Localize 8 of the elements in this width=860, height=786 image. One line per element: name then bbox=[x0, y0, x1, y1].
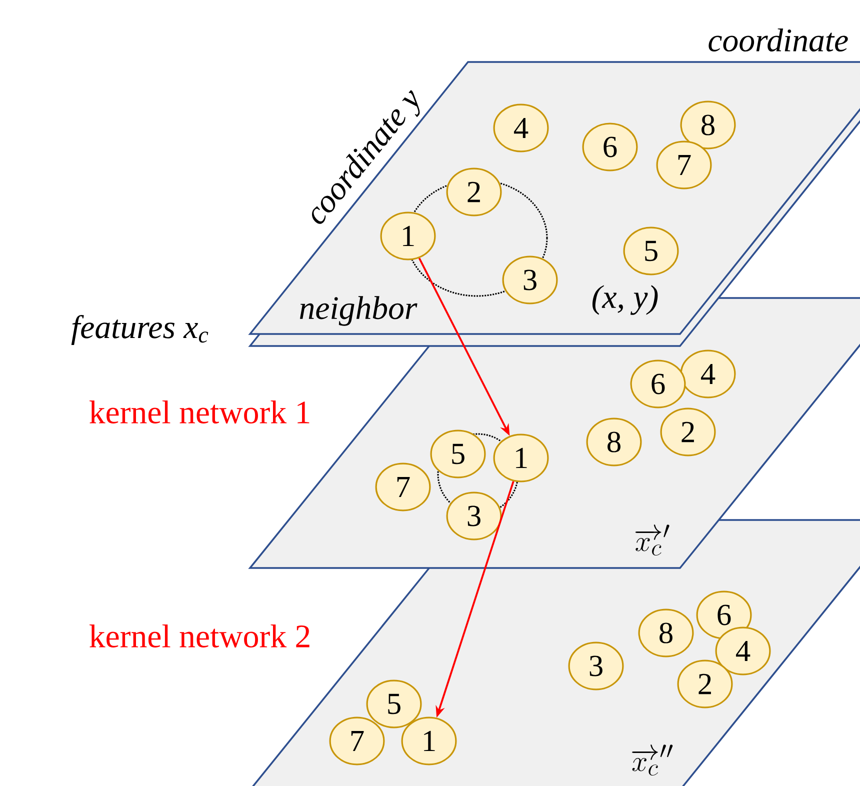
axis-label: coordinate bbox=[708, 28, 848, 52]
axis-label: features x$_{c}$ bbox=[71, 314, 208, 346]
layer-label: kernel network 2 bbox=[90, 624, 310, 648]
layer-label: kernel network 1 bbox=[90, 400, 310, 424]
plane-label: (x, y) bbox=[592, 285, 658, 315]
plane-label: neighbor bbox=[300, 296, 418, 326]
vector-label: $\overrightarrow{x_c}''$ bbox=[632, 744, 673, 776]
vector-label: $\overrightarrow{x_c}'$ bbox=[635, 524, 670, 556]
